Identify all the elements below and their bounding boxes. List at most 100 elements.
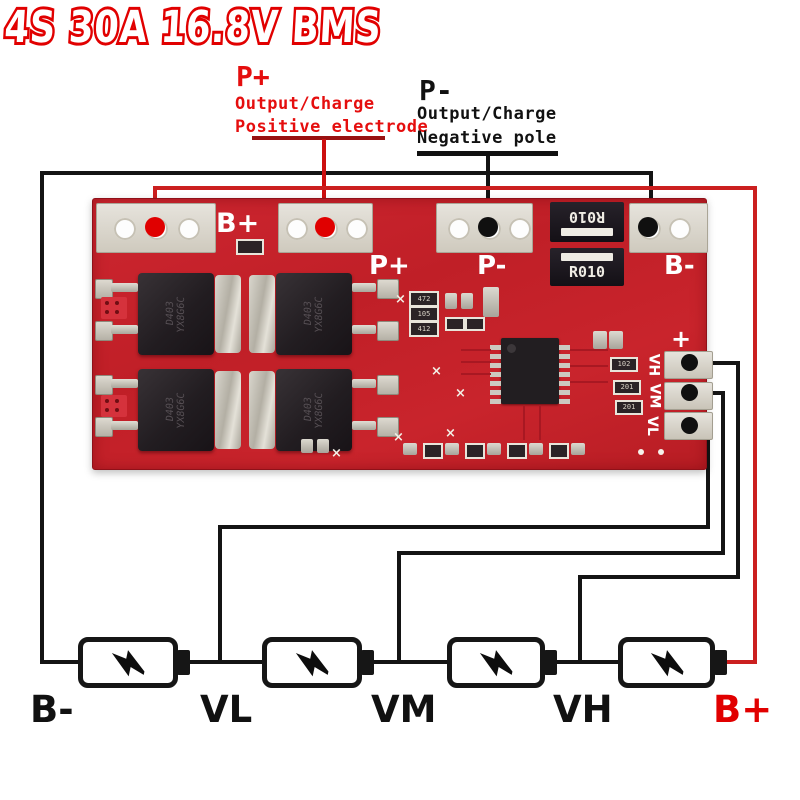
battery-terminal-nub (714, 650, 727, 675)
shunt-stripe (561, 253, 613, 261)
via-hole (638, 449, 644, 455)
wire-vh-horizontal (578, 575, 740, 579)
wire-vh-drop (578, 575, 582, 662)
shunt-resistor-marking: R010 (568, 263, 606, 281)
mosfet-marking-line: D403 (303, 396, 314, 423)
smd-capacitor (593, 331, 607, 349)
terminal-label-vm: VM (371, 688, 437, 731)
smd-value: 412 (417, 324, 431, 333)
wire-vl-horizontal (218, 525, 710, 529)
mosfet-marking-line: D403 (165, 396, 176, 423)
fet-leg-pad (377, 279, 399, 299)
mosfet-marking-line: YX8G6C (314, 391, 325, 430)
ic-chip (501, 338, 559, 404)
p-minus-annotation-title: P- (419, 74, 453, 107)
mosfet-marking-line: YX8G6C (176, 391, 187, 430)
wire-p-plus-pointer (322, 139, 326, 231)
smd-capacitor (403, 443, 417, 455)
wire-battery-segment-4 (557, 660, 618, 664)
wire-vl-vertical (706, 423, 710, 529)
terminal-label-vh: VH (553, 688, 613, 731)
smd-resistor: 102 (610, 357, 638, 372)
shunt-resistor-top: R010 (550, 202, 624, 242)
battery-terminal-nub (361, 650, 374, 675)
wire-p-minus-pointer (486, 156, 490, 229)
smd-resistor (549, 443, 569, 459)
mosfet-marking-line: D403 (303, 300, 314, 327)
pad-hole (114, 218, 136, 240)
lightning-icon (295, 649, 329, 676)
junction-dot-b-minus-pad (638, 217, 658, 237)
board-label-p-minus: P- (477, 251, 507, 281)
sense-label-vh: VH (645, 353, 662, 377)
p-plus-annotation-line1: Output/Charge (235, 94, 375, 114)
smd-value: 105 (417, 309, 431, 318)
fet-leg-pad (377, 375, 399, 395)
pad-hole (286, 218, 308, 240)
battery-cell-4 (618, 637, 715, 688)
smd-capacitor (317, 439, 329, 453)
mosfet-marking-line: D403 (165, 300, 176, 327)
silkscreen-x-mark: × (393, 430, 404, 445)
ic-pin (559, 381, 570, 386)
mosfet-marking-line: YX8G6C (176, 295, 187, 334)
sense-pad-vm (664, 382, 713, 410)
smd-capacitor (445, 293, 457, 309)
ic-pin1-dot (507, 344, 516, 353)
sense-label-vm: VM (646, 383, 663, 409)
wire-battery-segment-1 (42, 660, 78, 664)
battery-cell-2 (262, 637, 362, 688)
solder-strip (249, 371, 275, 449)
pad-hole (669, 218, 691, 240)
pcb-trace (570, 365, 608, 367)
wire-vm-drop (397, 551, 401, 662)
smd-resistor: 472 (409, 291, 439, 307)
sense-label-vl: VL (643, 416, 660, 436)
lightning-icon (650, 649, 683, 676)
smd-resistor (465, 443, 485, 459)
battery-cell-3 (447, 637, 545, 688)
ic-pin (559, 354, 570, 359)
fet-leg (111, 325, 138, 334)
silkscreen-x-mark: × (445, 426, 456, 441)
ic-pin (559, 390, 570, 395)
junction-dot-b-plus-pad (145, 217, 165, 237)
pad-hole (346, 218, 368, 240)
smd-resistor: 201 (613, 380, 641, 395)
p-minus-annotation-line1: Output/Charge (417, 104, 557, 124)
wire-vm-vertical (721, 391, 725, 555)
terminal-label-vl: VL (200, 688, 253, 731)
p-plus-annotation-line2: Positive electrode (235, 117, 429, 137)
fet-leg (352, 283, 376, 292)
solder-strip (215, 371, 241, 449)
shunt-resistor-marking: R010 (568, 208, 606, 226)
smd-value: 102 (617, 360, 631, 368)
p-plus-annotation-title: P+ (236, 60, 270, 93)
red-pad-grid (101, 297, 127, 319)
fet-leg-pad (377, 321, 399, 341)
pcb-trace (461, 373, 491, 375)
solder-strip (215, 275, 241, 353)
wire-b-plus-battery-segment (727, 660, 757, 664)
smd-capacitor (483, 287, 499, 317)
smd-value: 201 (622, 403, 636, 411)
junction-dot-vl (681, 417, 698, 434)
wire-vl-drop (218, 525, 222, 662)
smd-capacitor (301, 439, 313, 453)
junction-dot-vh (681, 354, 698, 371)
fet-leg (111, 283, 138, 292)
junction-dot-vm (681, 384, 698, 401)
smd-capacitor (487, 443, 501, 455)
wire-vh-vertical (736, 361, 740, 579)
lightning-icon (111, 649, 145, 676)
ic-pin (490, 399, 501, 404)
via-hole (658, 449, 664, 455)
smd-value: 472 (417, 294, 431, 303)
pad-hole (509, 218, 531, 240)
wire-b-plus-top-horizontal (153, 186, 757, 190)
